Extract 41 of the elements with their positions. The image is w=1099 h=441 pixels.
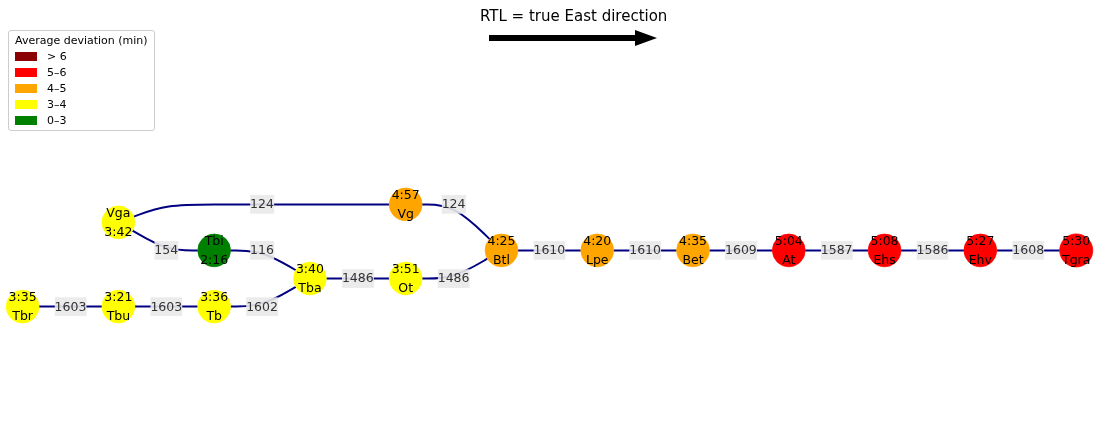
edge-label: 154 (154, 242, 179, 258)
legend-label: 0–3 (47, 114, 67, 127)
edge-label: 1603 (150, 298, 183, 314)
node-circle: 5:04 At (772, 233, 806, 268)
edge-label: 1486 (341, 270, 374, 286)
node-circle: Tbi 2:16 (197, 233, 231, 268)
edge-label: 124 (441, 196, 466, 212)
node-circle: 3:35 Tbr (5, 289, 40, 324)
node-circle: 4:35 Bet (676, 233, 710, 268)
legend-label: 3–4 (47, 98, 67, 111)
node-circle: 3:36 Tb (197, 289, 231, 324)
node-circle: 4:25 Btl (484, 233, 519, 268)
connector (421, 203, 491, 241)
edge-label: 1586 (916, 242, 949, 258)
legend-label: > 6 (47, 50, 67, 63)
edge-label: 1609 (725, 242, 757, 258)
node-circle: 4:20 Lpe (580, 233, 614, 268)
edge-label: 1608 (1012, 242, 1045, 258)
legend-label: 5–6 (47, 66, 67, 79)
legend-label: 4–5 (47, 82, 67, 95)
edge-label: 1610 (629, 242, 662, 258)
node-circle: 3:21 Tbu (101, 289, 136, 324)
edge-label: 1603 (54, 298, 87, 314)
connector (229, 249, 297, 272)
connector (131, 229, 199, 252)
node-circle: 5:30 Tgra (1059, 233, 1094, 268)
node-circle: 3:40 Tba (293, 261, 327, 296)
node-circle: 5:08 Ehs (867, 233, 902, 268)
edge-label: 1587 (820, 242, 853, 258)
node-circle: 5:27 Ehv (963, 233, 998, 268)
legend-title: Average deviation (min) (15, 34, 148, 47)
node-circle: 3:51 Ot (388, 261, 423, 296)
node-circle: 4:57 Vg (388, 187, 423, 222)
edge-label: 1486 (437, 270, 470, 286)
edge-label: 116 (250, 242, 274, 258)
connector (132, 203, 391, 218)
edge-label: 1602 (246, 298, 278, 314)
edge-label: 124 (250, 196, 274, 212)
title: RTL = true East direction (480, 7, 668, 25)
edge-label: 1610 (533, 242, 566, 258)
node-circle: Vga 3:42 (101, 205, 136, 240)
